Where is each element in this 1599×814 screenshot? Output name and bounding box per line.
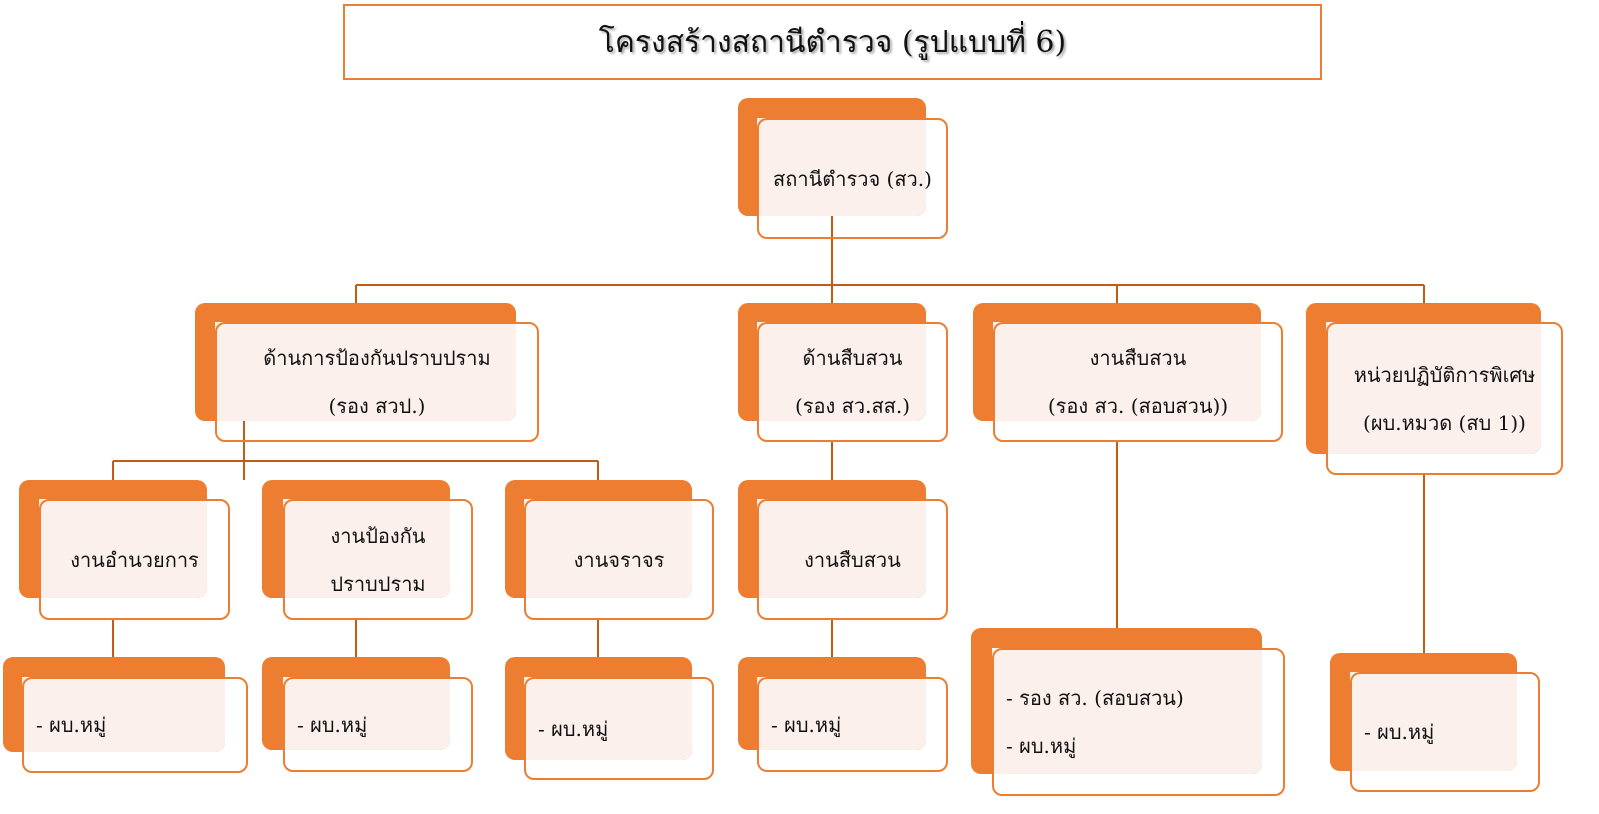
connector-line	[831, 442, 833, 480]
node-label: งานจราจร	[573, 547, 665, 572]
node-admin-fill	[39, 499, 207, 598]
node-investigation-fill	[757, 322, 926, 421]
node-label: ด้านการป้องกันปราบปราม	[263, 346, 491, 370]
node-leaf-prevent: - ผบ.หมู่	[283, 677, 473, 772]
node-traffic-fill	[524, 499, 692, 598]
node-leaf-special: - ผบ.หมู่	[1350, 672, 1540, 792]
node-label: - ผบ.หมู่	[538, 716, 609, 741]
node-label: (รอง สวป.)	[328, 394, 426, 418]
node-special: หน่วยปฏิบัติการพิเศษ (ผบ.หมวด (สบ 1))	[1326, 322, 1563, 475]
connector-line	[1423, 475, 1425, 653]
node-label: - ผบ.หมู่	[36, 713, 107, 737]
node-prevent-work-fill	[283, 499, 450, 598]
node-label: ปราบปราม	[330, 571, 426, 596]
connector-line	[355, 285, 357, 303]
node-label: - ผบ.หมู่	[1364, 720, 1435, 744]
node-leaf-admin: - ผบ.หมู่	[22, 677, 248, 773]
node-label: (รอง สว. (สอบสวน))	[1047, 394, 1229, 418]
node-prevention: ด้านการป้องกันปราบปราม (รอง สวป.)	[215, 322, 539, 442]
node-investigation-work-fill	[757, 499, 926, 598]
node-leaf-admin-fill	[22, 677, 225, 752]
connector-line	[1423, 285, 1425, 303]
connector-line	[831, 216, 833, 303]
connector-line	[1116, 442, 1118, 628]
diagram-title: โครงสร้างสถานีตำรวจ (รูปแบบที่ 6)	[343, 4, 1322, 80]
connector-line	[356, 284, 1424, 286]
node-leaf-traffic-fill	[524, 677, 692, 760]
connector-line	[243, 421, 245, 480]
node-label: งานสืบสวน	[804, 547, 901, 572]
connector-line	[113, 460, 598, 462]
node-label: - ผบ.หมู่	[771, 712, 842, 737]
node-investigation-work: งานสืบสวน	[757, 499, 948, 620]
connector-line	[597, 620, 599, 657]
node-label: - รอง สว. (สอบสวน)	[1006, 686, 1184, 710]
connector-line	[597, 461, 599, 480]
node-label: งานอำนวยการ	[70, 547, 199, 572]
node-inquiry-fill	[993, 322, 1261, 421]
node-leaf-inquiry-fill	[992, 648, 1262, 774]
connector-line	[112, 620, 114, 657]
node-special-fill	[1326, 322, 1541, 454]
connector-line	[831, 620, 833, 657]
node-leaf-investigation-fill	[757, 677, 926, 750]
node-label: งานป้องกัน	[330, 523, 426, 548]
node-root: สถานีตำรวจ (สว.)	[757, 118, 948, 239]
node-label: (รอง สว.สส.)	[794, 394, 911, 418]
node-admin: งานอำนวยการ	[39, 499, 230, 620]
node-label: งานสืบสวน	[1089, 346, 1187, 370]
node-prevention-fill	[215, 322, 516, 421]
node-label: - ผบ.หมู่	[297, 712, 368, 737]
connector-line	[1116, 285, 1118, 303]
node-root-fill	[757, 118, 926, 216]
node-label: ด้านสืบสวน	[802, 346, 903, 370]
node-investigation: ด้านสืบสวน (รอง สว.สส.)	[757, 322, 948, 442]
node-label: - ผบ.หมู่	[1006, 734, 1077, 758]
node-label: สถานีตำรวจ (สว.)	[773, 166, 932, 191]
connector-line	[355, 620, 357, 657]
node-leaf-prevent-fill	[283, 677, 450, 750]
node-leaf-traffic: - ผบ.หมู่	[524, 677, 714, 780]
node-leaf-special-fill	[1350, 672, 1517, 771]
node-leaf-investigation: - ผบ.หมู่	[757, 677, 948, 772]
node-label: (ผบ.หมวด (สบ 1))	[1363, 410, 1526, 435]
node-traffic: งานจราจร	[524, 499, 714, 620]
connector-line	[112, 461, 114, 480]
node-prevent-work: งานป้องกันปราบปราม	[283, 499, 473, 620]
node-inquiry: งานสืบสวน (รอง สว. (สอบสวน))	[993, 322, 1283, 442]
node-leaf-inquiry: - รอง สว. (สอบสวน) - ผบ.หมู่	[992, 648, 1285, 796]
node-label: หน่วยปฏิบัติการพิเศษ	[1353, 362, 1536, 387]
